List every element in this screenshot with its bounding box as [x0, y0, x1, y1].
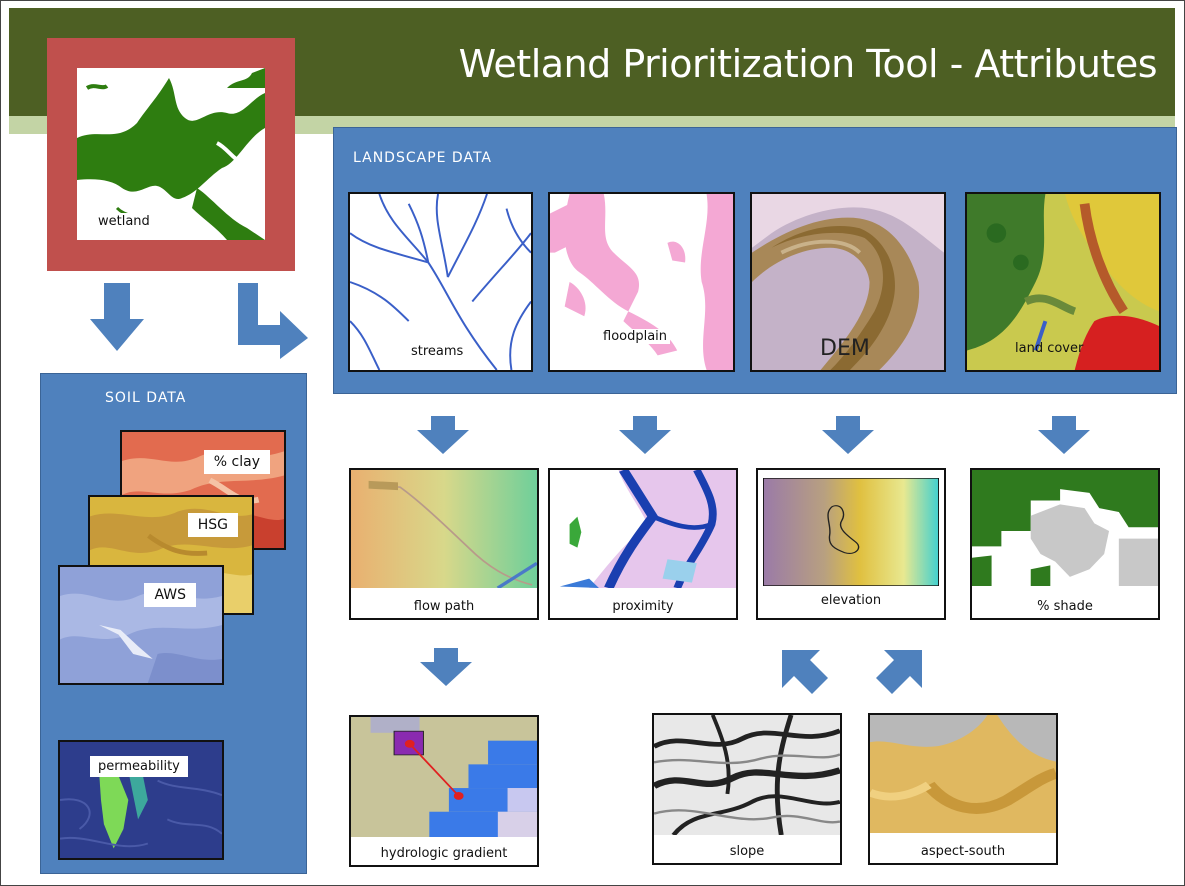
hydrologic-gradient-map: hydrologic gradient [349, 715, 539, 867]
aws-map: AWS [58, 565, 224, 685]
proximity-label: proximity [612, 599, 674, 614]
streams-map: streams [348, 192, 533, 372]
elevation-map: elevation [756, 468, 946, 620]
flow-path-map: flow path [349, 468, 539, 620]
down-arrow-icon [90, 283, 144, 351]
wetland-map: wetland [77, 68, 265, 240]
aws-label: AWS [144, 583, 196, 607]
slide-title: Wetland Prioritization Tool - Attributes [458, 42, 1158, 86]
hydrologic-gradient-label: hydrologic gradient [380, 846, 508, 861]
hsg-label: HSG [187, 513, 238, 537]
shade-map: % shade [970, 468, 1160, 620]
flow-path-label: flow path [413, 599, 475, 614]
down-arrow-icon [619, 416, 671, 454]
land-cover-map: land cover [965, 192, 1161, 372]
elevation-label: elevation [820, 593, 882, 608]
slope-label: slope [729, 844, 765, 859]
land-cover-label: land cover [1015, 341, 1084, 356]
dem-label: DEM [820, 336, 870, 361]
shade-label: % shade [1037, 599, 1093, 614]
floodplain-map: floodplain [548, 192, 735, 372]
wetland-label: wetland [95, 213, 153, 230]
clay-label: % clay [203, 450, 270, 474]
down-arrow-icon [417, 416, 469, 454]
proximity-map: proximity [548, 468, 738, 620]
aspect-south-label: aspect-south [920, 844, 1006, 859]
down-arrow-icon [420, 648, 472, 686]
turn-right-arrow-icon [238, 283, 308, 359]
down-arrow-icon [1038, 416, 1090, 454]
dem-map: DEM [750, 192, 946, 372]
down-right-arrow-icon [876, 650, 922, 694]
permeability-map: permeability [58, 740, 224, 860]
slope-map: slope [652, 713, 842, 865]
soil-data-title: SOIL DATA [105, 390, 187, 406]
aspect-south-map: aspect-south [868, 713, 1058, 865]
streams-label: streams [408, 344, 467, 359]
down-left-arrow-icon [782, 650, 828, 694]
landscape-data-title: LANDSCAPE DATA [353, 150, 492, 166]
permeability-label: permeability [90, 756, 188, 777]
floodplain-label: floodplain [600, 329, 671, 344]
wetland-frame: wetland [47, 38, 295, 271]
down-arrow-icon [822, 416, 874, 454]
